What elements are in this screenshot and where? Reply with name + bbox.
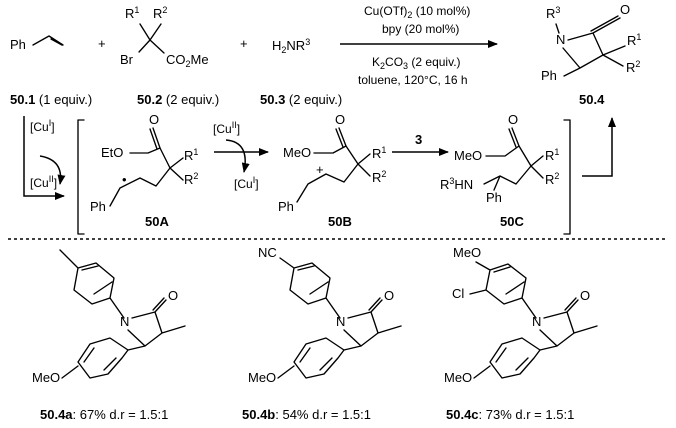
label-50A: 50A [145, 214, 169, 229]
product-n: N [556, 32, 565, 47]
50A-radical: • [122, 172, 127, 187]
label-50-2: 50.2 (2 equiv.) [137, 92, 219, 107]
mechanism-entry-arrow [23, 116, 65, 200]
label-50-4: 50.4 [579, 92, 605, 107]
product-o: O [620, 2, 630, 17]
50B-ph: Ph [278, 199, 294, 214]
50B-meo: MeO [283, 145, 311, 160]
50B-cation: + [316, 162, 324, 177]
product-ph: Ph [541, 68, 557, 83]
50B-r1: R1 [372, 145, 386, 161]
cu-oxidation-curve [39, 155, 66, 185]
ex-c-cl: Cl [452, 286, 464, 301]
plus-2: + [240, 36, 248, 51]
ex-c-meo-top: MeO [453, 245, 481, 260]
label-50-4a: 50.4a: 67% d.r = 1.5:1 [40, 407, 168, 422]
ex-c-o: O [580, 288, 590, 303]
product-r1: R1 [627, 32, 641, 48]
cond-base: K2CO3 (2 equiv.) [372, 55, 461, 71]
cond-ligand: bpy (20 mol%) [382, 22, 459, 36]
bracket-left [77, 119, 85, 235]
50C-ph: Ph [486, 190, 502, 205]
product-r2: R2 [626, 59, 640, 75]
ex-a-o: O [168, 288, 178, 303]
bracket-right [563, 119, 571, 235]
cu-i-left: [CuI] [30, 118, 55, 134]
plus-1: + [98, 36, 106, 51]
50C-r2: R2 [545, 171, 559, 187]
50C-r3hn: R3HN [440, 176, 473, 192]
styrene-ph: Ph [10, 37, 26, 52]
ex-b-o: O [384, 288, 394, 303]
50C-o: O [508, 112, 518, 127]
intermediate-50B: O MeO R1 R2 + Ph [278, 112, 386, 214]
styrene-structure: Ph [10, 35, 64, 52]
example-50-4b-structure: NC N O MeO [248, 245, 402, 385]
ex-c-meo: MeO [444, 370, 472, 385]
cu-reduction-curve [225, 139, 250, 173]
ex-a-n: N [120, 314, 129, 329]
bromoester-r1: R1 [125, 5, 139, 21]
intermediate-50A: O EtO R1 R2 • Ph [90, 112, 198, 214]
cu-i-mid: [CuI] [234, 175, 259, 191]
ex-c-n: N [532, 314, 541, 329]
ex-b-n: N [336, 314, 345, 329]
cond-solvent: toluene, 120°C, 16 h [358, 73, 468, 87]
50C-meo: MeO [454, 148, 482, 163]
ex-a-meo: MeO [32, 370, 60, 385]
bromoester-ester: CO2Me [166, 52, 209, 69]
label-50-1: 50.1 (1 equiv.) [10, 92, 92, 107]
50B-o: O [335, 112, 345, 127]
50A-r1: R1 [184, 147, 198, 163]
arrow-to-product [582, 117, 616, 177]
cu-ii-mid: [CuII] [213, 120, 240, 136]
cu-ii-left: [CuII] [30, 174, 57, 190]
50A-r2: R2 [184, 171, 198, 187]
product-structure: R3 O N R1 R2 Ph [541, 2, 641, 83]
product-r3: R3 [546, 5, 560, 21]
bromoester-r2: R2 [153, 5, 167, 21]
ex-b-meo: MeO [248, 370, 276, 385]
bromoester-structure: R1 R2 Br CO2Me [120, 5, 209, 69]
cond-catalyst: Cu(OTf)2 (10 mol%) [364, 4, 470, 20]
bromoester-br: Br [120, 52, 134, 67]
label-50-3: 50.3 (2 equiv.) [260, 92, 342, 107]
50B-r2: R2 [372, 169, 386, 185]
example-50-4a-structure: N O MeO [32, 249, 186, 385]
intermediate-50C: O MeO R1 R2 R3HN Ph [440, 112, 559, 205]
label-50-4b: 50.4b: 54% d.r = 1.5:1 [242, 407, 371, 422]
step-3-label: 3 [415, 132, 422, 147]
amine-structure: H2NR3 [272, 37, 310, 55]
50A-o: O [149, 112, 159, 127]
label-50-4c: 50.4c: 73% d.r = 1.5:1 [446, 407, 574, 422]
50A-ph: Ph [90, 199, 106, 214]
50C-r1: R1 [545, 147, 559, 163]
ex-b-nc: NC [258, 245, 277, 260]
example-50-4c-structure: MeO Cl N O MeO [444, 245, 598, 385]
label-50C: 50C [500, 214, 524, 229]
label-50B: 50B [328, 214, 352, 229]
50A-eto: EtO [101, 145, 123, 160]
